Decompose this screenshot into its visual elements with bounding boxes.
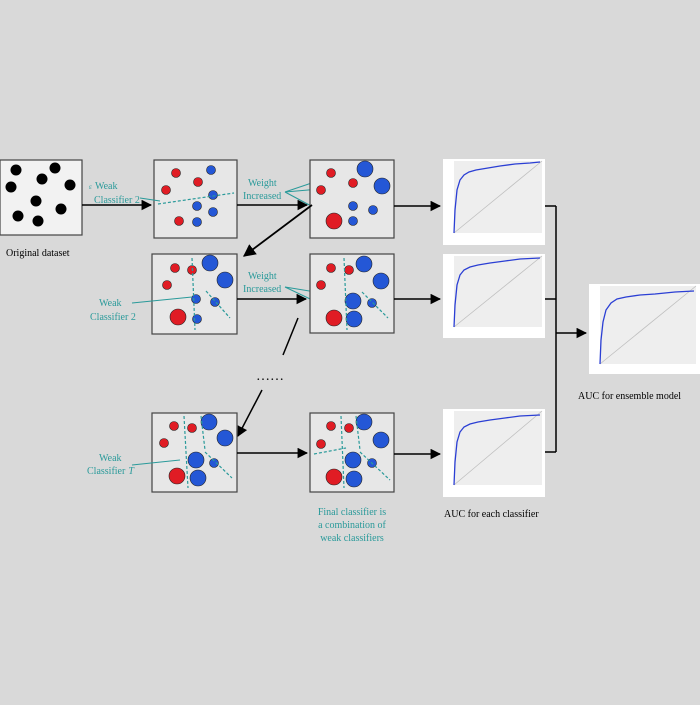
svg-text:Increased: Increased bbox=[243, 284, 281, 295]
round1-reweighted-panel bbox=[309, 159, 395, 239]
roc-curve-2 bbox=[443, 254, 545, 338]
round2-reweighted-panel bbox=[309, 253, 395, 334]
original-dataset-label: Original dataset bbox=[6, 248, 70, 259]
arrow-ellipsis-to-roundT bbox=[237, 389, 263, 437]
svg-text:Classifier 2: Classifier 2 bbox=[94, 195, 140, 206]
svg-text:Weak: Weak bbox=[99, 453, 122, 464]
svg-text:Increased: Increased bbox=[243, 191, 281, 202]
svg-text:a combination of: a combination of bbox=[318, 520, 386, 531]
svg-text:weak classifiers: weak classifiers bbox=[320, 533, 384, 544]
svg-text:Final classifier is: Final classifier is bbox=[318, 507, 386, 518]
svg-text:Weight: Weight bbox=[248, 271, 277, 282]
roc-curve-ensemble bbox=[589, 284, 700, 374]
arrow-reweight1-to-round2 bbox=[242, 204, 313, 257]
connector-to-ellipsis bbox=[282, 317, 299, 356]
round1-classifier-panel bbox=[153, 159, 238, 239]
auc-each-label: AUC for each classifier bbox=[444, 509, 539, 520]
ensemble-connector bbox=[545, 205, 588, 453]
svg-text:Weak: Weak bbox=[99, 298, 122, 309]
final-classifier-caption: Final classifier is a combination of wea… bbox=[318, 507, 387, 544]
ellipsis-more-rounds: …… bbox=[256, 369, 284, 384]
round2-classifier-panel bbox=[151, 253, 238, 335]
svg-text:Classifier 2: Classifier 2 bbox=[90, 312, 136, 323]
auc-ensemble-label: AUC for ensemble model bbox=[578, 391, 681, 402]
original-dataset-panel bbox=[0, 159, 83, 236]
svg-text:Weight: Weight bbox=[248, 178, 277, 189]
roc-curve-T bbox=[443, 409, 545, 497]
final-classifier-panel bbox=[309, 412, 395, 493]
roc-curve-1 bbox=[443, 159, 545, 245]
weak-classifier-annotation-2: Weak Classifier 2 bbox=[90, 296, 193, 323]
roundT-classifier-panel bbox=[151, 412, 238, 493]
